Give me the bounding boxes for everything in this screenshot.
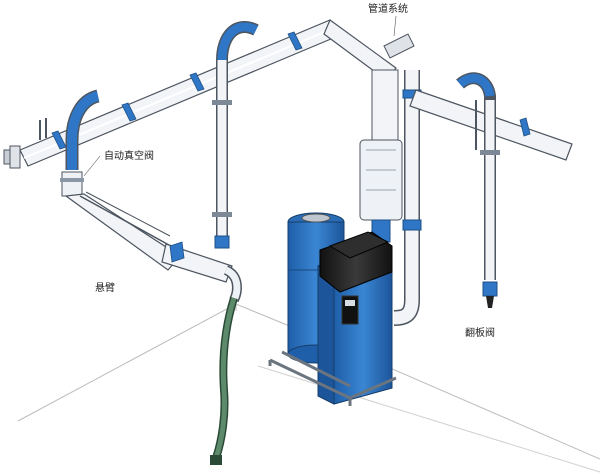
vacuum-unit-cabinet [317, 231, 393, 405]
main-pipe-right [323, 19, 415, 81]
auto-vacuum-valve-label: 自动真空阀 [104, 151, 154, 162]
return-pipe [393, 70, 422, 326]
unit-base-frame [268, 350, 397, 406]
separator-column [359, 69, 403, 243]
branch-drop-middle [212, 21, 259, 249]
main-pipe-left [3, 19, 339, 169]
flap-valve-label: 翻板阀 [465, 328, 495, 339]
pipe-system-label: 管道系统 [368, 4, 408, 15]
suspension-arm [64, 191, 242, 303]
branch-pipe-right [409, 72, 573, 308]
green-hose [210, 296, 238, 465]
branch-drop-left [60, 89, 101, 197]
leader-lines [83, 15, 397, 177]
suspension-arm-label: 悬臂 [95, 283, 115, 294]
